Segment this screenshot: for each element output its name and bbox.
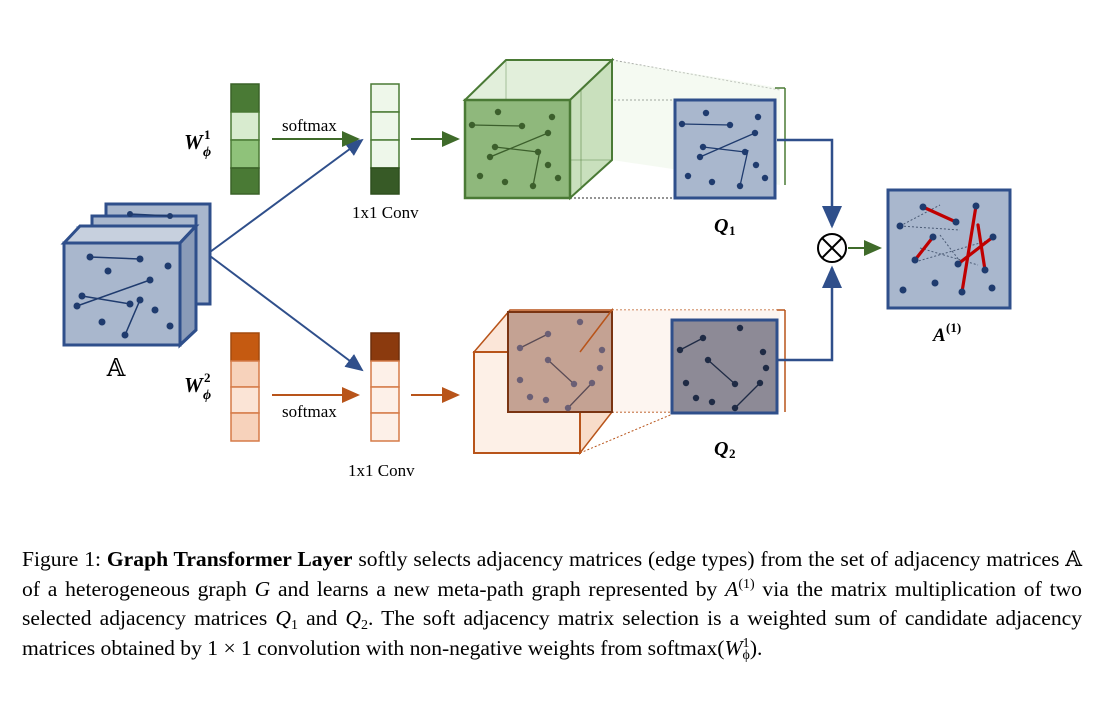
conv-vector-top — [370, 83, 400, 195]
input-stack-front-layer — [60, 222, 200, 349]
q1-sub: 1 — [729, 223, 736, 238]
q1-to-multiply-connector — [777, 138, 842, 229]
matrix-multiply-icon — [817, 233, 847, 263]
softmax-label-bottom: softmax — [282, 402, 337, 421]
q2-matrix — [670, 309, 786, 415]
conv-label-top: 1x1 Conv — [352, 203, 419, 222]
output-sup: (1) — [946, 320, 961, 335]
output-label: A — [932, 325, 946, 346]
conv-label-bottom: 1x1 Conv — [348, 461, 415, 480]
caption-text-1: softly selects adjacency matrices (edge … — [358, 547, 1060, 571]
caption-text-3: and learns a new meta-path graph represe… — [277, 576, 718, 601]
conv-vector-bottom — [370, 332, 400, 442]
figure-caption: Figure 1: Graph Transformer Layer softly… — [22, 545, 1082, 663]
caption-q2-base: Q — [345, 606, 362, 630]
graph-transformer-diagram: 𝔸 W 1 ϕ W 2 ϕ softmax softmax 1x1 Conv — [60, 57, 1012, 480]
caption-bold-title: Graph Transformer Layer — [106, 547, 353, 571]
q2-to-multiply-connector — [777, 265, 842, 362]
caption-q1-base: Q — [275, 606, 291, 630]
arrow-input-to-conv-bottom — [209, 255, 364, 372]
caption-set-symbol: 𝔸 — [1065, 547, 1083, 572]
caption-text-and: and — [306, 606, 338, 630]
input-set-label: 𝔸 — [106, 356, 126, 382]
caption-q1-sub: 1 — [290, 618, 298, 633]
output-metapath-matrix — [886, 188, 1012, 310]
input-adjacency-stack: 𝔸 — [60, 202, 212, 382]
caption-w-sup: 1 — [742, 635, 750, 651]
caption-text-5: . The soft adjacency matrix selection is… — [22, 606, 1082, 660]
q2-sub: 2 — [729, 446, 736, 461]
weight-bottom-label: W — [184, 373, 204, 397]
weight-vector-bottom — [230, 332, 260, 442]
caption-graph-symbol: G — [254, 576, 271, 601]
q1-label: Q — [714, 215, 728, 237]
q2-label: Q — [714, 438, 728, 460]
softmax-label-top: softmax — [282, 116, 337, 135]
weight-vector-top — [230, 83, 260, 195]
caption-a-base: A — [725, 576, 739, 601]
caption-q2-sub: 2 — [361, 618, 369, 633]
q1-matrix — [673, 87, 786, 200]
caption-w-sub: ϕ — [742, 647, 750, 663]
caption-text-4: via the matrix multiplication of two sel… — [22, 576, 1082, 631]
weight-top-label: W — [184, 130, 204, 154]
weight-top-sub: ϕ — [203, 145, 211, 160]
weighted-sum-cube-bottom — [472, 307, 780, 456]
caption-text-2: of a heterogeneous graph — [22, 576, 247, 601]
caption-text-end: ). — [749, 635, 763, 660]
weight-bottom-sup: 2 — [204, 370, 211, 385]
caption-a-sup: (1) — [738, 576, 755, 592]
weight-top-sup: 1 — [204, 127, 211, 142]
caption-figure-label: Figure 1: — [22, 547, 102, 571]
arrow-input-to-conv-top — [209, 138, 364, 253]
caption-w-base: W — [724, 635, 743, 660]
weight-bottom-sub: ϕ — [203, 388, 211, 403]
